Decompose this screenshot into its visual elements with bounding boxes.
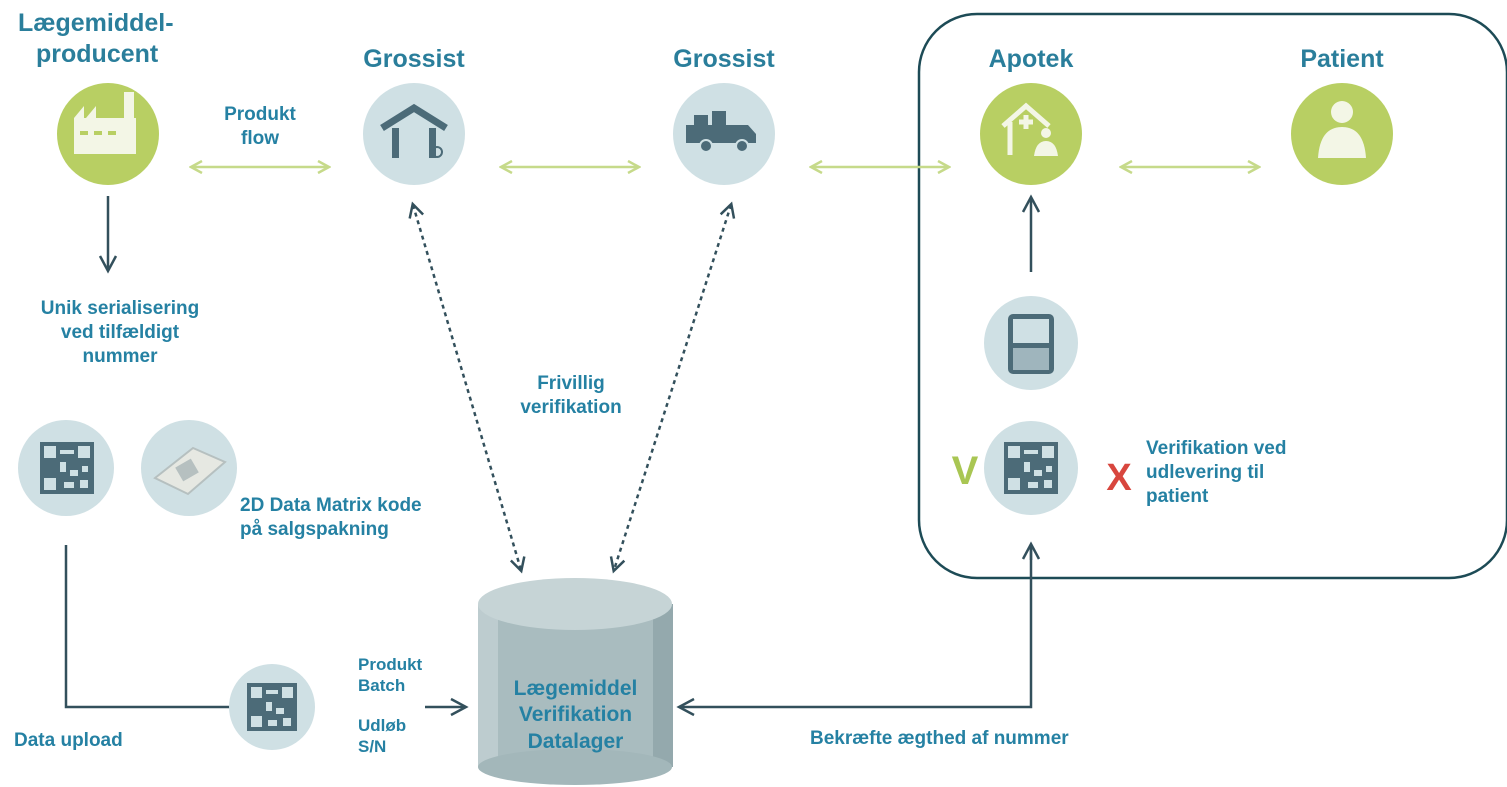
voluntary-line1: Frivillig [537, 373, 605, 394]
package-node [141, 420, 237, 516]
serialisation-line2: ved tilfældigt [60, 321, 180, 343]
verification-line3: patient [1146, 485, 1209, 507]
voluntary-line2: verifikation [520, 396, 622, 418]
confirm-line [682, 545, 1033, 709]
serialisation-line1: Unik serialisering [40, 298, 200, 319]
manufacturer-node [57, 83, 159, 185]
database-line1: Lægemiddel [513, 677, 638, 700]
product-flow-line2: flow [241, 127, 279, 149]
upload-fields-bottom: Udløb S/N [358, 715, 458, 758]
database-label: Lægemiddel Verifikation Datalager [478, 676, 673, 755]
package-icon [153, 446, 227, 496]
cross-mark: X [1106, 457, 1132, 499]
upload-qr-node [229, 664, 315, 750]
wholesaler1-title: Grossist [363, 45, 465, 73]
pharmacy-qr-node [984, 421, 1078, 515]
upload-field-batch: Batch [358, 676, 406, 696]
verification-label: Verifikation ved udlevering til patient [1146, 437, 1366, 508]
check-mark: V [951, 449, 979, 493]
wholesaler2-node [673, 83, 775, 185]
upload-field-produkt: Produkt [358, 655, 423, 674]
data-matrix-line1: 2D Data Matrix kode [240, 495, 422, 516]
confirm-label: Bekræfte ægthed af nummer [810, 728, 1069, 749]
upload-field-udlob: Udløb [358, 716, 407, 735]
qr-code-icon [247, 683, 297, 731]
truck-icon [686, 111, 756, 153]
database-icon [478, 578, 673, 785]
patient-node [1291, 83, 1393, 185]
pharmacy-frame [917, 12, 1507, 580]
wholesaler2-title: Grossist [673, 45, 775, 73]
factory-icon [74, 92, 136, 154]
data-matrix-label: 2D Data Matrix kode på salgspakning [240, 494, 480, 542]
qr-code-icon [40, 442, 94, 494]
patient-icon [1318, 101, 1366, 158]
verification-line1: Verifikation ved [1146, 438, 1287, 459]
manufacturer-title-line1: Lægemiddel- [18, 9, 174, 37]
upload-line [64, 545, 231, 709]
upload-fields-top: Produkt Batch [358, 654, 458, 697]
warehouse-icon [380, 103, 448, 158]
data-matrix-line2: på salgspakning [240, 518, 389, 540]
database-line2: Verifikation [518, 703, 633, 727]
pharmacy-title: Apotek [988, 45, 1074, 73]
scanner-icon [1008, 314, 1054, 374]
qr-code-icon [1004, 442, 1058, 494]
database-node [478, 578, 673, 785]
verification-line2: udlevering til [1146, 461, 1265, 483]
database-line3: Datalager [527, 729, 624, 753]
scanner-node [984, 296, 1078, 390]
manufacturer-title-line2: producent [36, 40, 159, 69]
patient-title: Patient [1300, 45, 1384, 73]
product-flow-label: Produkt flow [190, 103, 330, 151]
serialisation-line3: nummer [82, 345, 158, 367]
product-flow-line1: Produkt [224, 104, 296, 125]
pharmacy-node [980, 83, 1082, 185]
manufacturer-title: Lægemiddel- producent [18, 8, 198, 71]
data-upload-label: Data upload [14, 730, 123, 751]
manufacturer-qr-node [18, 420, 114, 516]
pharmacy-icon [1001, 102, 1058, 156]
wholesaler1-node [363, 83, 465, 185]
upload-field-sn: S/N [358, 737, 387, 757]
voluntary-label: Frivillig verifikation [491, 372, 651, 420]
serialisation-label: Unik serialisering ved tilfældigt nummer [10, 297, 230, 368]
